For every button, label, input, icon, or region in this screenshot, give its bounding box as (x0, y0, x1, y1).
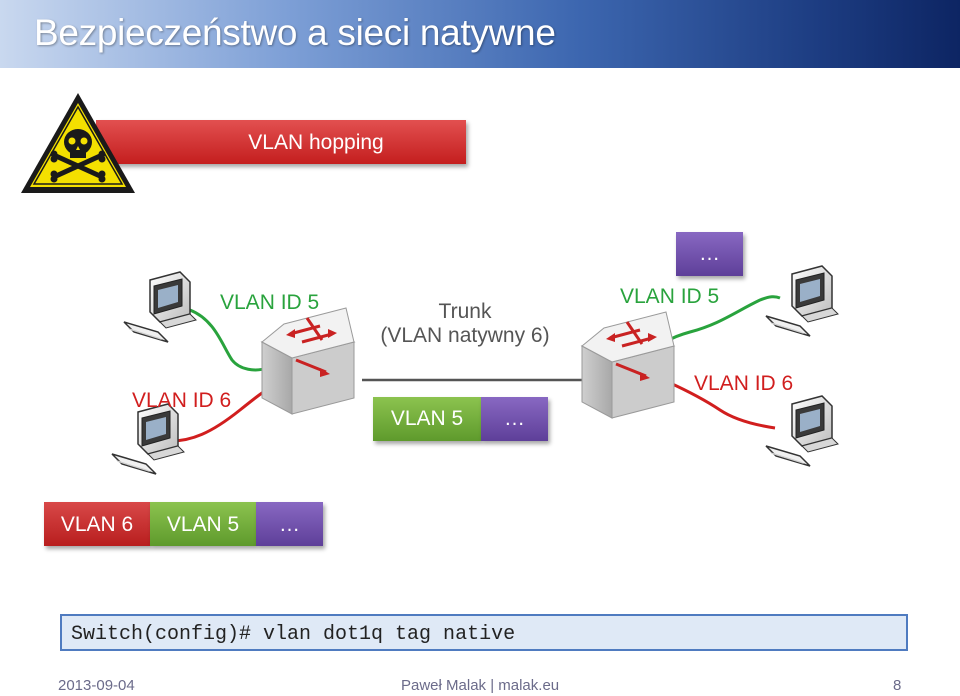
title-bar: Bezpieczeństwo a sieci natywne (0, 0, 960, 68)
link-right-red (667, 380, 776, 430)
left-vlan6-label: VLAN ID 6 (132, 389, 232, 412)
command-text: Switch(config)# vlan dot1q tag native (71, 623, 516, 646)
trunk-label-line1: Trunk (438, 300, 492, 323)
switch-icon (580, 311, 676, 419)
frame-middle-vlan5: VLAN 5 (373, 397, 481, 441)
frame-bottom-ellipsis: … (256, 502, 323, 546)
banner-label: VLAN hopping (248, 131, 384, 154)
footer-author: Paweł Malak | malak.eu (401, 677, 560, 694)
computer-icon (111, 403, 185, 475)
switch-icon (260, 307, 356, 415)
frame-bottom-vlan6: VLAN 6 (44, 502, 150, 546)
computer-icon (765, 395, 839, 467)
slide-title: Bezpieczeństwo a sieci natywne (34, 12, 556, 53)
left-vlan5-label: VLAN ID 5 (220, 291, 320, 314)
link-left-green (189, 308, 269, 372)
trunk-label-line2: (VLAN natywny 6) (380, 324, 550, 347)
command-box: Switch(config)# vlan dot1q tag native (60, 614, 908, 651)
trunk-label: Trunk (VLAN natywny 6) (380, 300, 550, 348)
frame-middle-ellipsis: … (481, 397, 548, 441)
hazard-warning-icon (21, 93, 135, 193)
footer-page-number: 8 (893, 677, 902, 694)
frame-top-right: … (676, 232, 743, 276)
computer-icon (123, 271, 197, 343)
right-vlan6-label: VLAN ID 6 (694, 372, 794, 395)
footer-date: 2013-09-04 (58, 677, 135, 694)
frame-bottom-vlan5: VLAN 5 (150, 502, 256, 546)
right-vlan5-label: VLAN ID 5 (620, 285, 720, 308)
computer-icon (765, 265, 839, 337)
vlan-hopping-banner: VLAN hopping (96, 120, 466, 164)
